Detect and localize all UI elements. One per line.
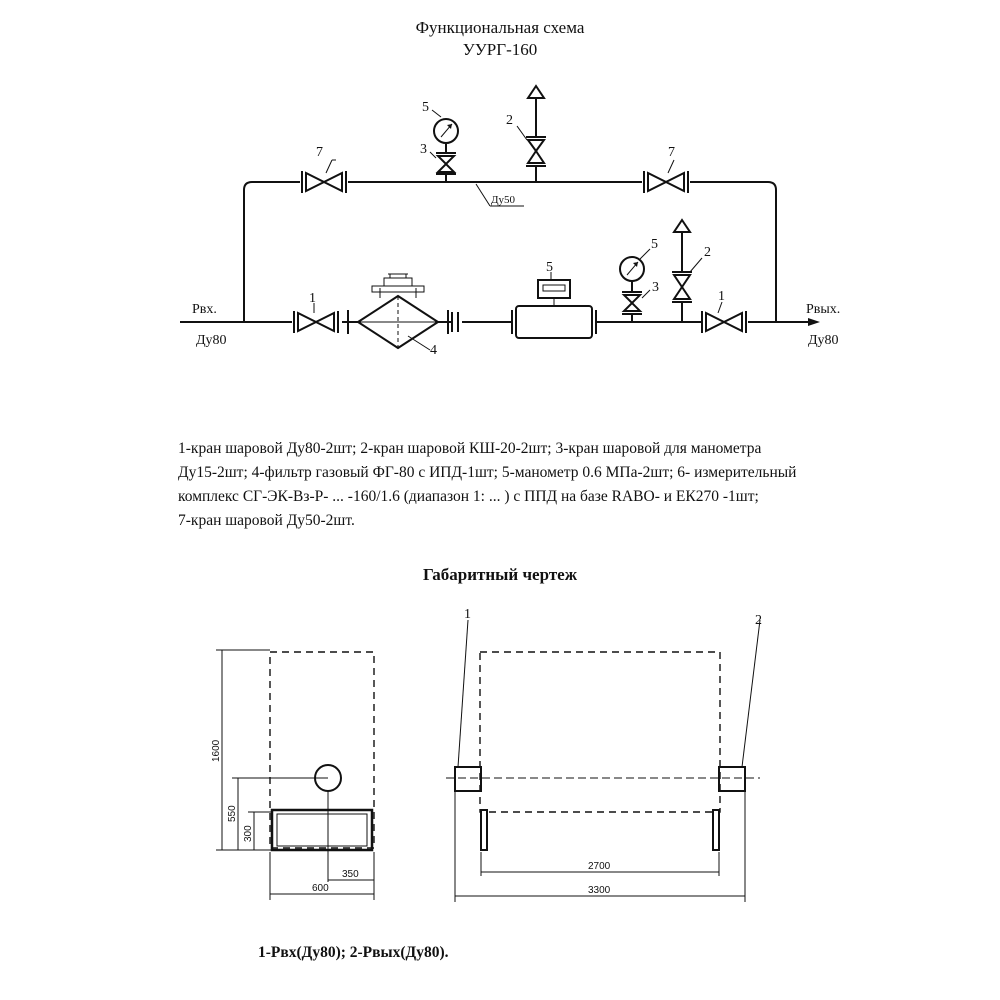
- outlet-dn-label: Ду80: [808, 333, 839, 348]
- diagram-subtitle: УУРГ-160: [462, 40, 538, 59]
- callout-1-inlet-front: 1: [464, 607, 471, 622]
- legend-line: Ду15-2шт; 4-фильтр газовый ФГ-80 с ИПД-1…: [178, 464, 797, 481]
- manometer-gauge-icon: [619, 256, 645, 282]
- bypass-line: [243, 181, 777, 322]
- bypass-dn50-label: Ду50: [491, 194, 516, 206]
- bypass-vent-valve-2: 2: [506, 84, 546, 182]
- dim-length-2700: 2700: [588, 861, 611, 872]
- outlet-pressure-label: Pвых.: [806, 302, 840, 317]
- vent-arrow-icon: [526, 84, 546, 99]
- side-view: 1600 550 300 600 350: [211, 649, 375, 900]
- dimensions-title: Габаритный чертеж: [422, 565, 578, 584]
- ball-valve-1-outlet: 1: [701, 289, 747, 333]
- callout-7-left: 7: [316, 145, 323, 160]
- dim-height-550: 550: [227, 805, 238, 822]
- vent-arrow-icon: [672, 218, 692, 233]
- legend-line: 7-кран шаровой Ду50-2шт.: [178, 512, 355, 529]
- gas-filter-4: 4: [347, 273, 449, 358]
- inlet-pressure-label: Pвх.: [192, 302, 217, 317]
- connections-note: 1-Pвх(Ду80); 2-Pвых(Ду80).: [258, 944, 449, 961]
- dim-height-300: 300: [243, 825, 254, 842]
- manometer-gauge-icon: [433, 118, 459, 144]
- callout-7-right: 7: [668, 145, 675, 160]
- callout-5-main: 5: [651, 237, 658, 252]
- callout-4-filter: 4: [430, 343, 437, 358]
- main-vent-valve-2: 2: [672, 218, 711, 322]
- legend-line: 1-кран шаровой Ду80-2шт; 2-кран шаровой …: [178, 440, 762, 457]
- bypass-manometer-assembly: 5 3: [420, 100, 459, 182]
- flange-joint: [451, 312, 459, 332]
- callout-2-bypass: 2: [506, 113, 513, 128]
- inlet-flange-icon: [454, 766, 482, 792]
- ball-valve-7-right: 7: [643, 145, 689, 193]
- callout-5-bypass: 5: [422, 100, 429, 115]
- bypass-dn-label: Ду50: [475, 183, 524, 207]
- callout-1-inlet: 1: [309, 291, 316, 306]
- outlet-arrow-icon: [808, 318, 820, 326]
- corrector-display-icon: [537, 279, 571, 299]
- component-legend: 1-кран шаровой Ду80-2шт; 2-кран шаровой …: [178, 437, 858, 533]
- front-view: 1 2 2700 3300: [446, 607, 762, 902]
- diagram-title: Функциональная схема: [415, 18, 585, 37]
- inlet-dn-label: Ду80: [196, 333, 227, 348]
- dim-width-600: 600: [312, 883, 329, 894]
- outlet-flange-icon: [718, 766, 746, 792]
- callout-1-outlet: 1: [718, 289, 725, 304]
- main-pipeline: [180, 318, 820, 326]
- pressure-indicator-icon: [383, 277, 413, 287]
- callout-5-meter: 5: [546, 260, 553, 275]
- callout-2-outlet-front: 2: [755, 613, 762, 628]
- callout-3-main: 3: [652, 280, 659, 295]
- ball-valve-7-left: 7: [301, 145, 347, 193]
- main-manometer-assembly: 5 3: [619, 237, 659, 322]
- dim-length-3300: 3300: [588, 885, 611, 896]
- measuring-complex: 5: [511, 260, 597, 339]
- ball-valve-1-inlet: 1: [293, 291, 339, 333]
- legend-line: комплекс СГ-ЭК-Вз-Р- ... -160/1.6 (диапа…: [178, 488, 759, 505]
- callout-3-bypass: 3: [420, 142, 427, 157]
- dim-offset-350: 350: [342, 869, 359, 880]
- dim-height-1600: 1600: [211, 739, 222, 762]
- callout-2-main: 2: [704, 245, 711, 260]
